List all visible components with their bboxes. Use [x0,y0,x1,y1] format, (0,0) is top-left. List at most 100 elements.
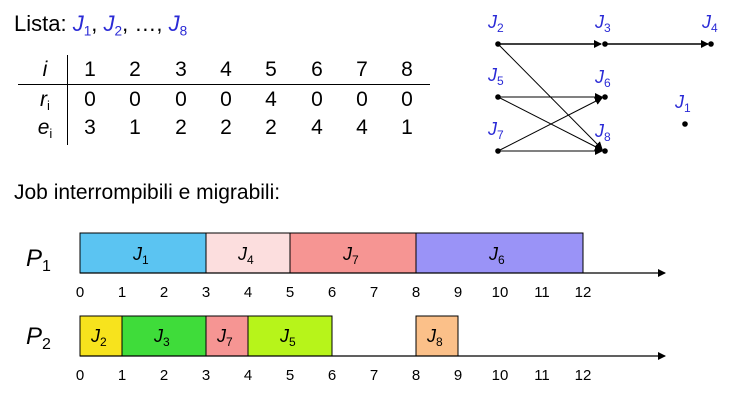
list-item-1: J1 [72,11,92,39]
list-item-2: J2 [103,11,123,39]
gantt-label-j7: J7 [342,244,359,267]
node-dot-j6 [602,94,608,100]
tick-label: 8 [412,284,420,301]
gantt-label-j7: J7 [216,326,233,349]
tick-label: 0 [76,367,84,384]
gantt-label-j3: J3 [153,326,170,349]
table-cell: 2 [265,116,277,139]
tick-label: 6 [328,367,336,384]
tick-label: 6 [328,284,336,301]
tick-label: 4 [244,367,252,384]
tick-label: 5 [286,284,294,301]
table-cell: 1 [84,58,96,81]
table-cell: 5 [265,58,277,81]
node-label-j8: J8 [594,121,611,144]
list-title: Lista: J1, J2, …, J8 [14,13,187,38]
tick-label: 3 [202,367,210,384]
table-cell: 0 [129,88,141,111]
processor-label-p2: P2 [26,323,51,353]
table-cell: 0 [311,88,323,111]
node-dot-j2 [495,41,501,47]
table-cell: 2 [175,116,187,139]
tick-label: 5 [286,367,294,384]
tick-label: 1 [118,367,126,384]
table-horizontal-rule [18,84,430,85]
node-label-j1: J1 [674,92,691,115]
table-cell: 4 [356,116,368,139]
table-cell: 4 [265,88,277,111]
tick-label: 11 [534,367,550,384]
node-label-j4: J4 [701,12,718,35]
gantt-row-p2: J2 J3 J7 J5 J8 [79,315,666,360]
gantt-label-j6: J6 [488,244,505,267]
tick-label: 7 [370,367,378,384]
tick-label: 11 [534,284,550,301]
tick-label: 2 [160,284,168,301]
table-header-r: ri [40,88,50,114]
table-cell: 1 [401,116,413,139]
list-label: Lista: [14,11,67,36]
table-cell: 4 [220,58,232,81]
table-header-i: i [42,58,48,81]
node-label-j6: J6 [594,67,611,90]
node-label-j3: J3 [594,12,611,35]
tick-label: 9 [454,284,462,301]
tick-label: 3 [202,284,210,301]
processor-label-p1: P1 [26,245,51,275]
gantt-label-j1: J1 [132,244,149,267]
node-dot-j4 [708,41,714,47]
axis-ticks-p2: 0 1 2 3 4 5 6 7 8 9 10 11 12 [76,367,592,384]
tick-label: 8 [412,367,420,384]
tick-label: 10 [492,367,509,384]
table-cell: 0 [220,88,232,111]
table-cell: 7 [356,58,368,81]
edge-j5-j8 [497,96,603,151]
gantt-block-j7 [205,315,249,357]
gantt-label-j5: J5 [279,326,296,349]
node-dot-j3 [602,41,608,47]
list-comma: , [156,11,163,36]
table-cell: 0 [84,88,96,111]
table-cell: 0 [175,88,187,111]
gantt-label-j8: J8 [426,326,443,349]
table-cell: 1 [129,116,141,139]
axis-ticks-p1: 0 1 2 3 4 5 6 7 8 9 10 11 12 [76,284,592,301]
table-cell: 0 [356,88,368,111]
tick-label: 12 [575,284,592,301]
table-header-e: ei [37,116,53,142]
tick-label: 9 [454,367,462,384]
tick-label: 0 [76,284,84,301]
table-cell: 6 [311,58,323,81]
node-dot-j5 [495,94,501,100]
table-cell: 4 [311,116,323,139]
gantt-label-j2: J2 [90,326,107,349]
tick-label: 2 [160,367,168,384]
list-ellipsis: … [134,11,157,36]
table-cell: 2 [220,116,232,139]
tick-label: 4 [244,284,252,301]
edge-j7-j6 [497,97,603,152]
gantt-block-j7 [289,232,417,274]
table-cell: 3 [84,116,96,139]
gantt-block-j1 [79,232,207,274]
tick-label: 12 [575,367,592,384]
gantt-block-j5 [247,315,333,357]
tick-label: 1 [118,284,126,301]
table-cell: 2 [129,58,141,81]
tick-label: 10 [492,284,509,301]
gantt-row-p1: J1 J4 J7 J6 [79,232,666,277]
list-item-8: J8 [168,11,188,39]
tick-label: 7 [370,284,378,301]
list-comma: , [122,11,129,36]
table-cell: 3 [175,58,187,81]
gantt-label-j4: J4 [237,244,254,267]
section-title: Job interrompibili e migrabili: [14,181,281,204]
table-cell: 8 [401,58,413,81]
node-dot-j8 [602,148,608,154]
node-label-j7: J7 [487,119,504,142]
node-label-j2: J2 [487,12,504,35]
node-dot-j7 [495,148,501,154]
table-cell: 0 [401,88,413,111]
list-comma: , [91,11,98,36]
